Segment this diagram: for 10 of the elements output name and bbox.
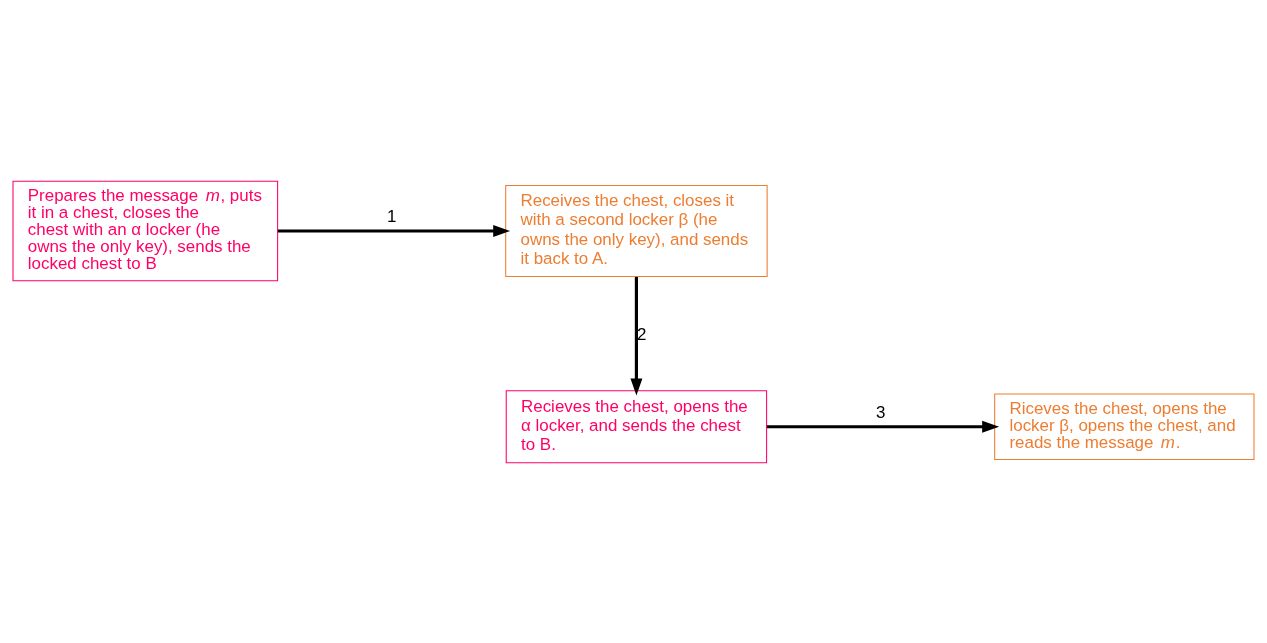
edge-label: 1 bbox=[386, 206, 397, 226]
arrow bbox=[766, 420, 1000, 433]
node-box: Receives the chest, closes it with a second locker β (he owns the only key), and sends it back to A. bbox=[505, 184, 768, 277]
node-box: Recieves the chest, opens the α locker, and sends the chest to B. bbox=[505, 389, 768, 463]
arrow bbox=[630, 276, 643, 395]
node-box: Prepares the message m, puts it in a chest, closes the chest with an α locker (he owns the only key), sends the locked chest to B bbox=[12, 180, 279, 281]
edge-label: 2 bbox=[636, 324, 647, 344]
node-box: Riceves the chest, opens the locker β, opens the chest, and reads the message m. bbox=[994, 392, 1255, 460]
arrow bbox=[277, 224, 511, 237]
edge-label: 3 bbox=[875, 402, 886, 422]
